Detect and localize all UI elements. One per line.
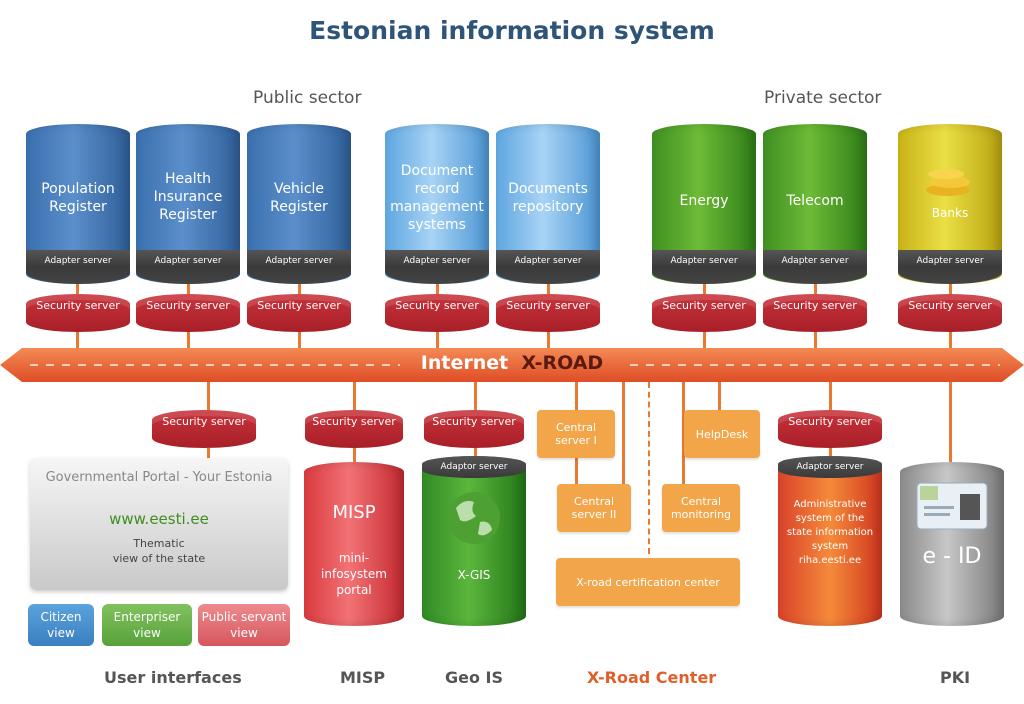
- portal-title: Governmental Portal - Your Estonia: [45, 470, 273, 485]
- category-user-interfaces: User interfaces: [104, 668, 242, 687]
- register-label: Population: [41, 181, 115, 197]
- document-management-cylinder: Document record management systems Adapter …: [385, 124, 489, 284]
- xroad-band: [0, 348, 1024, 382]
- security-server: Security server: [898, 294, 1002, 332]
- register-label: Banks: [931, 206, 969, 220]
- register-label: Energy: [679, 193, 729, 209]
- register-label: systems: [408, 217, 466, 233]
- gold-coins-icon: [926, 169, 970, 196]
- adapter-server: Adapter server: [652, 250, 756, 284]
- geo-label: X-GIS: [457, 568, 491, 582]
- register-label: record: [414, 181, 460, 197]
- register-label: Document: [400, 163, 474, 179]
- adapter-server: Adapter server: [26, 250, 130, 284]
- xroad-certification-center: X-road certification center: [556, 558, 740, 606]
- xroad-title: Internet X-ROAD: [420, 352, 604, 374]
- security-server: Security server: [247, 294, 351, 332]
- eid-cylinder: e - ID: [900, 462, 1004, 626]
- helpdesk: HelpDesk: [684, 410, 760, 458]
- register-label: Telecom: [786, 193, 844, 209]
- security-server: Security server: [26, 294, 130, 332]
- globe-icon: [448, 492, 500, 544]
- security-server: Security server: [152, 410, 256, 448]
- register-label: repository: [512, 199, 584, 215]
- register-label: management: [390, 199, 484, 215]
- eid-label: e - ID: [922, 544, 982, 569]
- adapter-server: Adapter server: [385, 250, 489, 284]
- banks-cylinder: Banks Adapter server: [898, 124, 1002, 284]
- portal-url: www.eesti.ee: [109, 510, 209, 528]
- security-server: Security server: [424, 410, 524, 448]
- private-sector-label: Private sector: [764, 88, 882, 108]
- register-label: Register: [49, 199, 107, 215]
- security-server: Security server: [778, 410, 882, 448]
- register-label: Register: [270, 199, 328, 215]
- adaptor-server-label: Adaptor server: [440, 462, 508, 472]
- public-sector-label: Public sector: [253, 88, 362, 108]
- security-server: Security server: [136, 294, 240, 332]
- register-label: Health: [165, 171, 211, 187]
- register-label: Insurance: [153, 189, 223, 205]
- adapter-server: Adapter server: [247, 250, 351, 284]
- adapter-server: Adapter server: [496, 250, 600, 284]
- misp-title: MISP: [332, 502, 376, 523]
- register-label: Register: [159, 207, 217, 223]
- register-label: Vehicle: [273, 181, 325, 197]
- diagram-title: Estonian information system: [309, 16, 715, 45]
- security-server: Security server: [763, 294, 867, 332]
- adapter-server: Adapter server: [763, 250, 867, 284]
- category-geo-is: Geo IS: [445, 668, 504, 687]
- governmental-portal: Governmental Portal - Your Estonia www.e…: [30, 458, 288, 590]
- category-pki: PKI: [940, 668, 971, 687]
- security-server: Security server: [496, 294, 600, 332]
- security-server: Security server: [385, 294, 489, 332]
- documents-repository-cylinder: Documents repository Adapter server: [496, 124, 600, 284]
- category-xroad-center: X-Road Center: [587, 668, 717, 687]
- telecom-cylinder: Telecom Adapter server: [763, 124, 867, 284]
- register-label: Documents: [508, 181, 588, 197]
- security-server: Security server: [305, 410, 403, 448]
- adaptor-server-label: Adaptor server: [796, 462, 864, 472]
- adapter-server: Adapter server: [136, 250, 240, 284]
- category-misp: MISP: [340, 668, 386, 687]
- geo-is-cylinder: Adaptor server X-GIS: [422, 456, 526, 626]
- id-card-icon: [916, 482, 988, 530]
- adapter-server: Adapter server: [898, 250, 1002, 284]
- security-server: Security server: [652, 294, 756, 332]
- energy-cylinder: Energy Adapter server: [652, 124, 756, 284]
